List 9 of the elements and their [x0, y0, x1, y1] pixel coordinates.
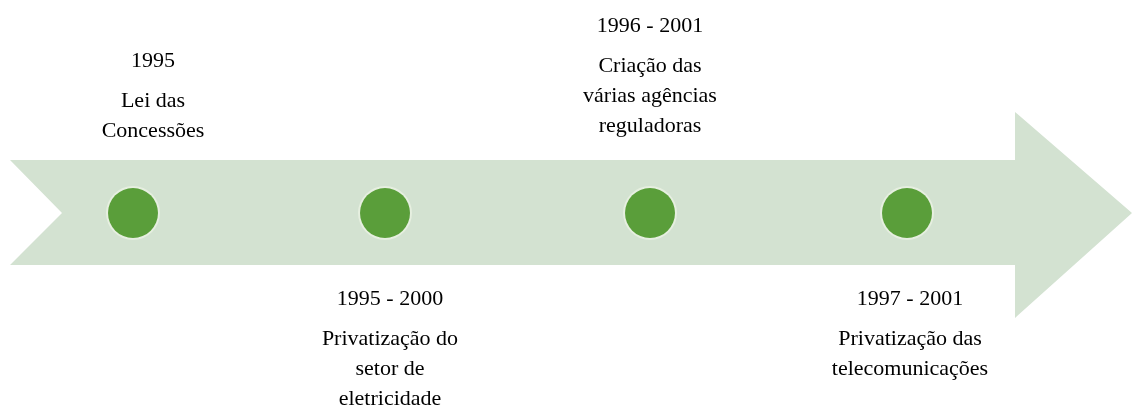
milestone-date: 1995	[130, 46, 176, 74]
milestone-date: 1996 - 2001	[595, 11, 705, 39]
milestone-description: Privatização do setor de eletricidade	[320, 324, 460, 412]
timeline-arrow	[10, 112, 1132, 318]
milestone-description: Privatização das telecomunicações	[830, 324, 990, 382]
milestone-date: 1997 - 2001	[855, 284, 965, 312]
milestone-date: 1995 - 2000	[335, 284, 445, 312]
milestone-description: Criação das várias agências reguladoras	[582, 51, 718, 139]
milestone-description: Lei das Concessões	[100, 86, 206, 144]
